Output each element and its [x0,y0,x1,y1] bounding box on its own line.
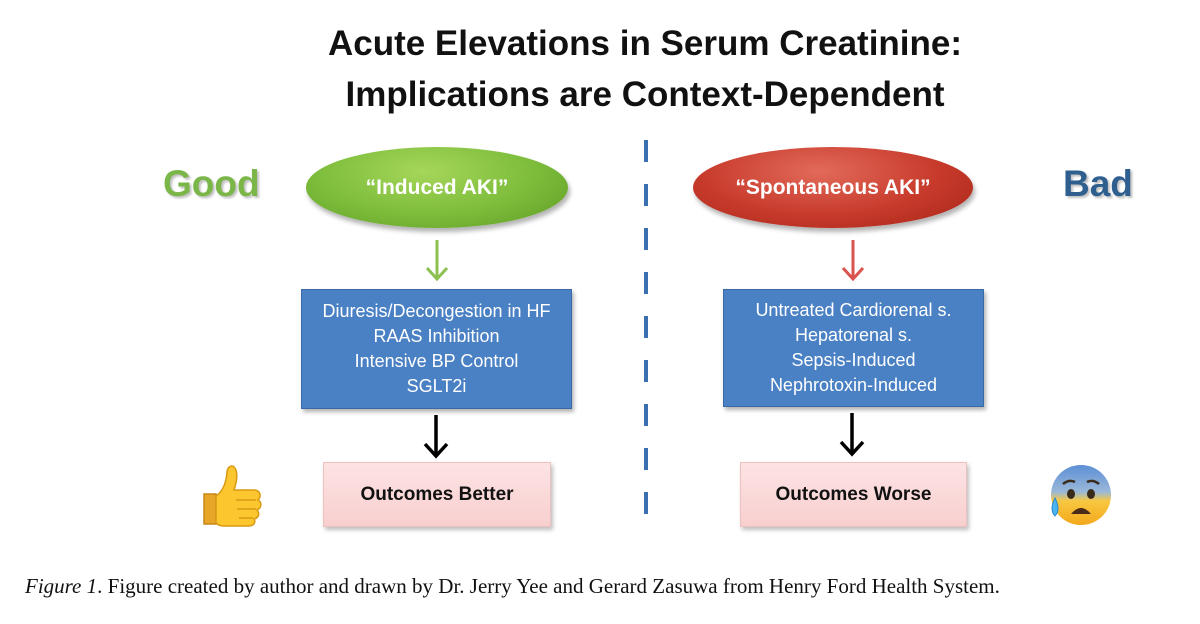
black-down-arrow-left [423,415,449,459]
spontaneous-cause-item: Sepsis-Induced [791,350,916,370]
figure-label: Figure 1 [25,574,98,598]
spontaneous-aki-label: “Spontaneous AKI” [735,175,931,199]
title-line-1: Acute Elevations in Serum Creatinine: [327,24,963,63]
red-down-arrow [841,240,865,282]
spontaneous-cause-item: Hepatorenal s. [794,325,913,345]
outcomes-worse-box: Outcomes Worse [740,462,967,527]
spontaneous-aki-ellipse: “Spontaneous AKI” [693,147,973,228]
figure-caption: Figure 1. Figure created by author and d… [25,574,1000,599]
induced-cause-item: SGLT2i [406,376,467,396]
anxious-face-with-sweat-icon [1051,465,1111,525]
induced-cause-item: RAAS Inhibition [373,326,500,346]
good-label: Good [163,163,260,204]
outcomes-worse-label: Outcomes Worse [775,483,932,505]
dashed-divider [644,140,648,530]
outcomes-better-box: Outcomes Better [323,462,551,527]
induced-cause-item: Intensive BP Control [354,351,519,371]
induced-aki-ellipse: “Induced AKI” [306,147,568,228]
induced-cause-item: Diuresis/Decongestion in HF [322,301,551,321]
thumbs-up-icon [203,465,262,527]
spontaneous-cause-item: Nephrotoxin-Induced [769,375,938,395]
caption-text: . Figure created by author and drawn by … [97,574,1000,598]
spontaneous-causes-box: Untreated Cardiorenal s. Hepatorenal s. … [723,289,984,407]
bad-label: Bad [1063,163,1133,204]
induced-aki-label: “Induced AKI” [365,175,509,199]
induced-causes-box: Diuresis/Decongestion in HF RAAS Inhibit… [301,289,572,409]
outcomes-better-label: Outcomes Better [360,483,514,505]
green-down-arrow [425,240,449,282]
spontaneous-cause-item: Untreated Cardiorenal s. [755,300,952,320]
black-down-arrow-right [839,413,865,457]
title-line-2: Implications are Context-Dependent [345,75,945,114]
